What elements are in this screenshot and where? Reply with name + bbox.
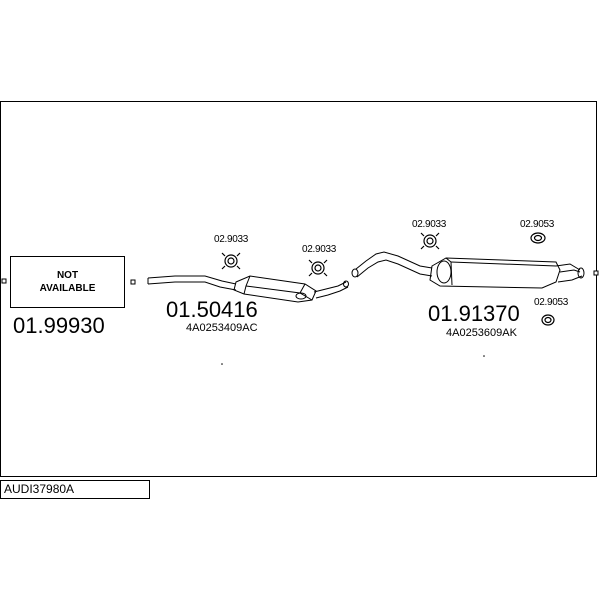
rear-pipe: [351, 251, 433, 278]
placeholder-part-number: 01.99930: [13, 313, 105, 338]
clamp-icon-rear: [420, 232, 440, 250]
clamp-rear-label: 02.9033: [412, 219, 447, 230]
frame-marker-left: [1, 278, 7, 284]
rear-silencer-oem-number: 4A0253609AK: [446, 327, 517, 339]
ring-bottom-label: 02.9053: [534, 297, 569, 308]
ring-icon-bottom: [541, 314, 555, 326]
front-pipe: [147, 275, 237, 291]
ring-icon-top: [530, 232, 546, 244]
intermediate-pipe: [313, 280, 349, 299]
clamp-left-label: 02.9033: [214, 234, 249, 245]
placeholder-marker: [130, 279, 136, 285]
clamp-icon-mid: [308, 259, 328, 277]
not-available-box: NOT AVAILABLE: [10, 256, 125, 308]
middle-silencer: [233, 275, 317, 303]
frame-marker-right: [593, 270, 599, 276]
not-available-line2: AVAILABLE: [39, 283, 96, 294]
not-available-line1: NOT: [56, 270, 79, 281]
ring-top-label: 02.9053: [520, 219, 555, 230]
rear-silencer-part-number: 01.91370: [428, 301, 520, 326]
drawing-code: AUDI37980A: [4, 482, 75, 496]
middle-silencer-part-number: 01.50416: [166, 297, 258, 322]
reference-dot: [221, 363, 223, 365]
diagram-frame: [0, 101, 597, 477]
rear-silencer: [429, 257, 561, 289]
tail-pipes: [555, 263, 585, 283]
drawing-code-caption: AUDI37980A: [0, 480, 150, 499]
reference-dot: [483, 355, 485, 357]
clamp-icon-left: [221, 252, 241, 270]
clamp-mid-label: 02.9033: [302, 244, 337, 255]
middle-silencer-oem-number: 4A0253409AC: [186, 322, 258, 334]
